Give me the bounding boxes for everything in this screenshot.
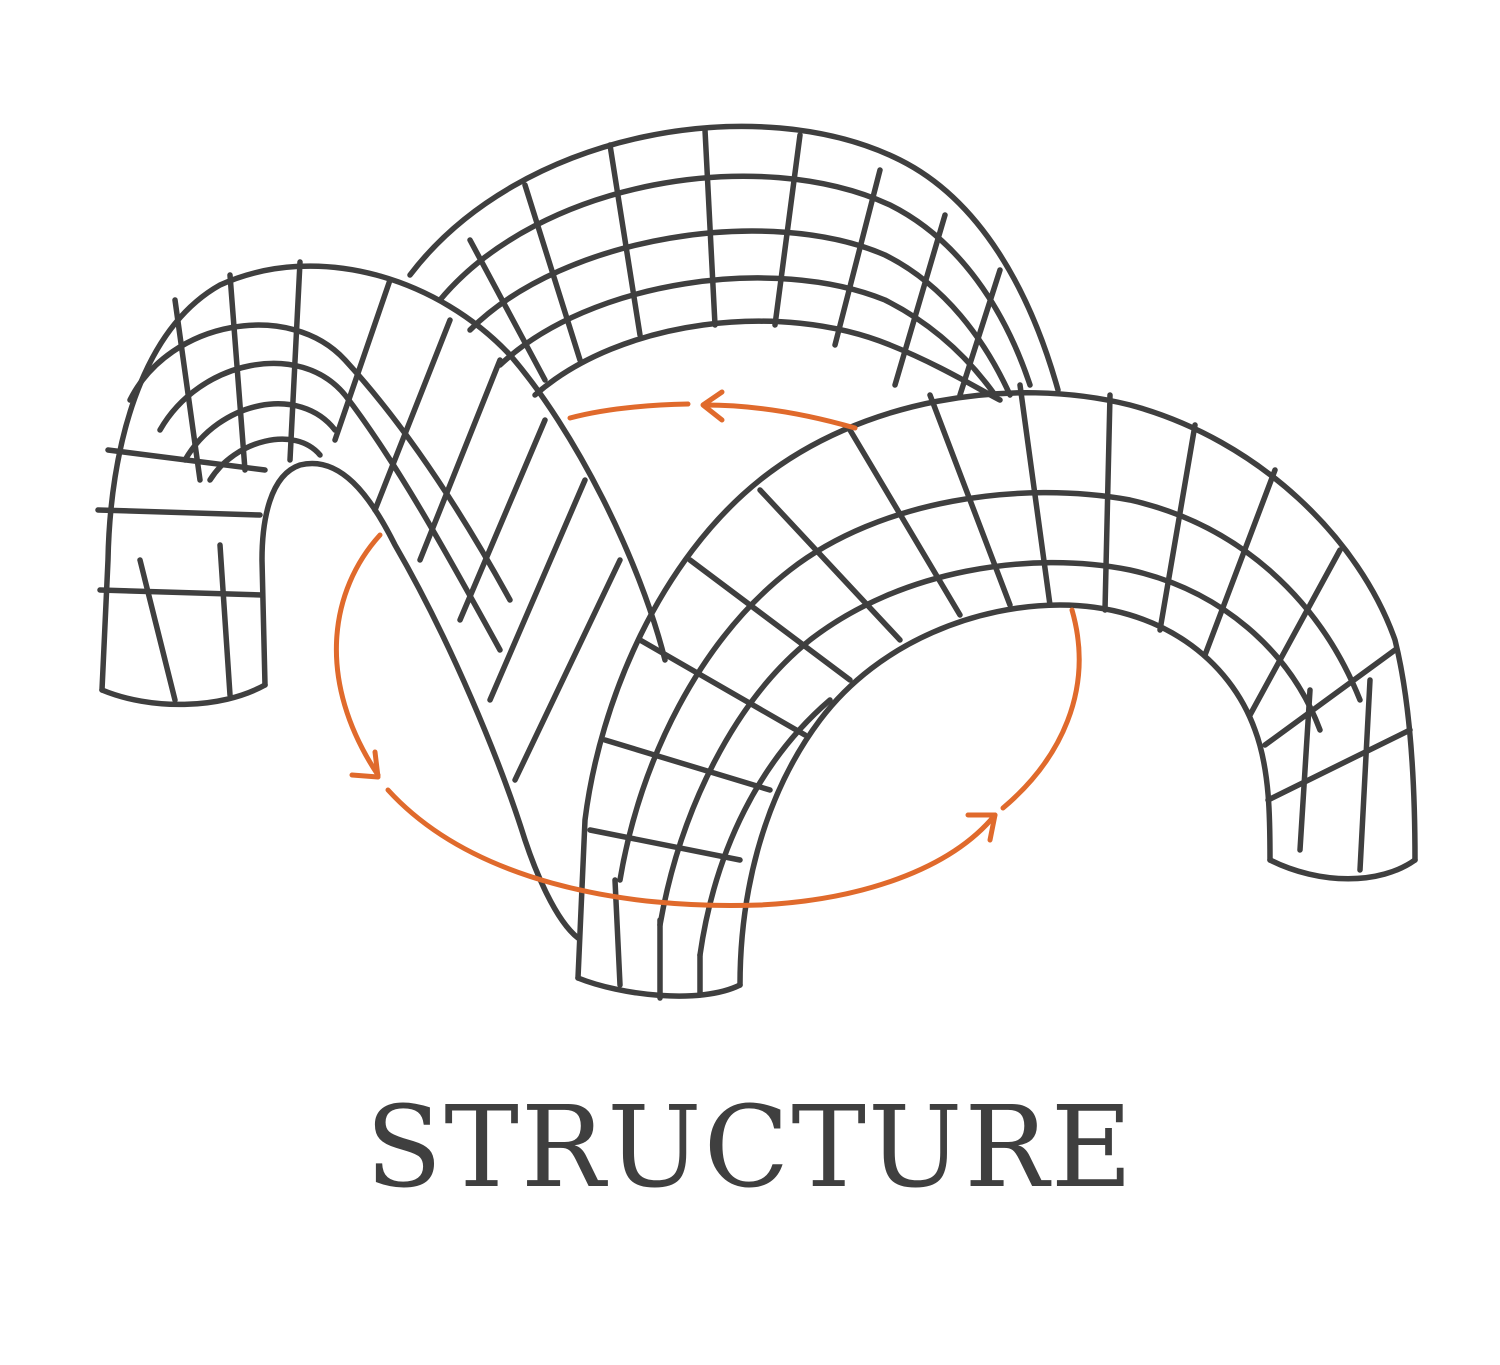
left-arch-inner-edge <box>259 460 581 941</box>
right-arch-inner-edge <box>737 602 1273 988</box>
right-arch-rib <box>637 637 808 738</box>
right-arch-ring <box>657 559 1323 928</box>
left-arch-rib <box>172 297 203 483</box>
arrowhead-icon <box>349 749 381 780</box>
back-arch-rib <box>772 132 803 328</box>
back-arch-outer-edge <box>407 123 1061 393</box>
back-arch-ring-3 <box>497 275 998 398</box>
flow-arrow-top <box>702 402 858 431</box>
left-arch-rib <box>287 259 303 463</box>
flow-line-top-left <box>567 401 691 421</box>
left-arch-rib <box>457 417 548 623</box>
right-arch-rib <box>927 392 1013 608</box>
right-arch-rib <box>1357 677 1373 873</box>
left-arch-ring <box>182 401 338 463</box>
back-arch-ring-2 <box>467 228 1013 398</box>
back-arch <box>407 123 1061 403</box>
left-arch-ring <box>127 322 513 603</box>
left-arch-outer-edge <box>99 263 668 693</box>
right-arch-rib <box>1265 727 1413 803</box>
left-arch-rib <box>217 542 233 698</box>
back-arch-inner-edge <box>532 318 1003 403</box>
left-arch-rib <box>95 507 263 518</box>
right-arch <box>575 382 1418 1001</box>
left-arch-rib <box>332 277 393 443</box>
flow-line-right <box>1000 607 1082 811</box>
back-arch-rib <box>832 167 883 348</box>
right-arch-rib <box>587 827 743 863</box>
right-arch-rib <box>1262 647 1398 748</box>
right-arch-rib <box>1017 382 1053 608</box>
right-arch-rib <box>1202 467 1278 658</box>
back-arch-rib <box>957 267 1003 398</box>
left-arch-rib <box>227 272 248 473</box>
flow-arrow-left <box>333 532 383 778</box>
back-arch-rib <box>467 237 548 383</box>
right-arch-foot <box>1267 857 1418 882</box>
left-arch-rib <box>487 477 588 703</box>
back-arch-rib <box>702 127 718 328</box>
right-arch-ring <box>697 697 833 958</box>
left-arch-ring <box>157 360 503 653</box>
left-arch-rib <box>512 557 623 783</box>
back-arch-rib <box>607 142 643 338</box>
right-arch-rib <box>602 737 773 793</box>
left-arch <box>95 259 668 941</box>
right-arch-ring <box>617 489 1363 883</box>
right-arch-rib <box>757 487 903 643</box>
left-arch-rib <box>417 357 503 563</box>
left-arch-ring <box>207 436 323 483</box>
left-arch-foot <box>99 682 268 708</box>
right-arch-rib <box>1102 392 1113 613</box>
arrowhead-icon <box>965 812 998 843</box>
load-flow-arrows <box>333 389 1082 908</box>
back-arch-rib <box>892 212 948 388</box>
diagram-title: STRUCTURE <box>365 1083 1135 1213</box>
right-arch-rib <box>1247 547 1343 718</box>
back-arch-rib <box>522 182 583 363</box>
left-arch-rib <box>137 557 178 703</box>
right-arch-outer-edge <box>575 390 1418 981</box>
flow-arrow-bottom <box>385 787 998 908</box>
left-arch-rib <box>372 317 453 513</box>
right-arch-rib <box>847 427 963 618</box>
left-arch-rib <box>97 587 265 598</box>
left-arch-rib <box>105 447 268 473</box>
right-arch-rib <box>1297 687 1313 853</box>
right-arch-rib <box>1157 422 1198 633</box>
right-arch-rib <box>687 557 853 683</box>
arrowhead-icon <box>700 389 725 423</box>
